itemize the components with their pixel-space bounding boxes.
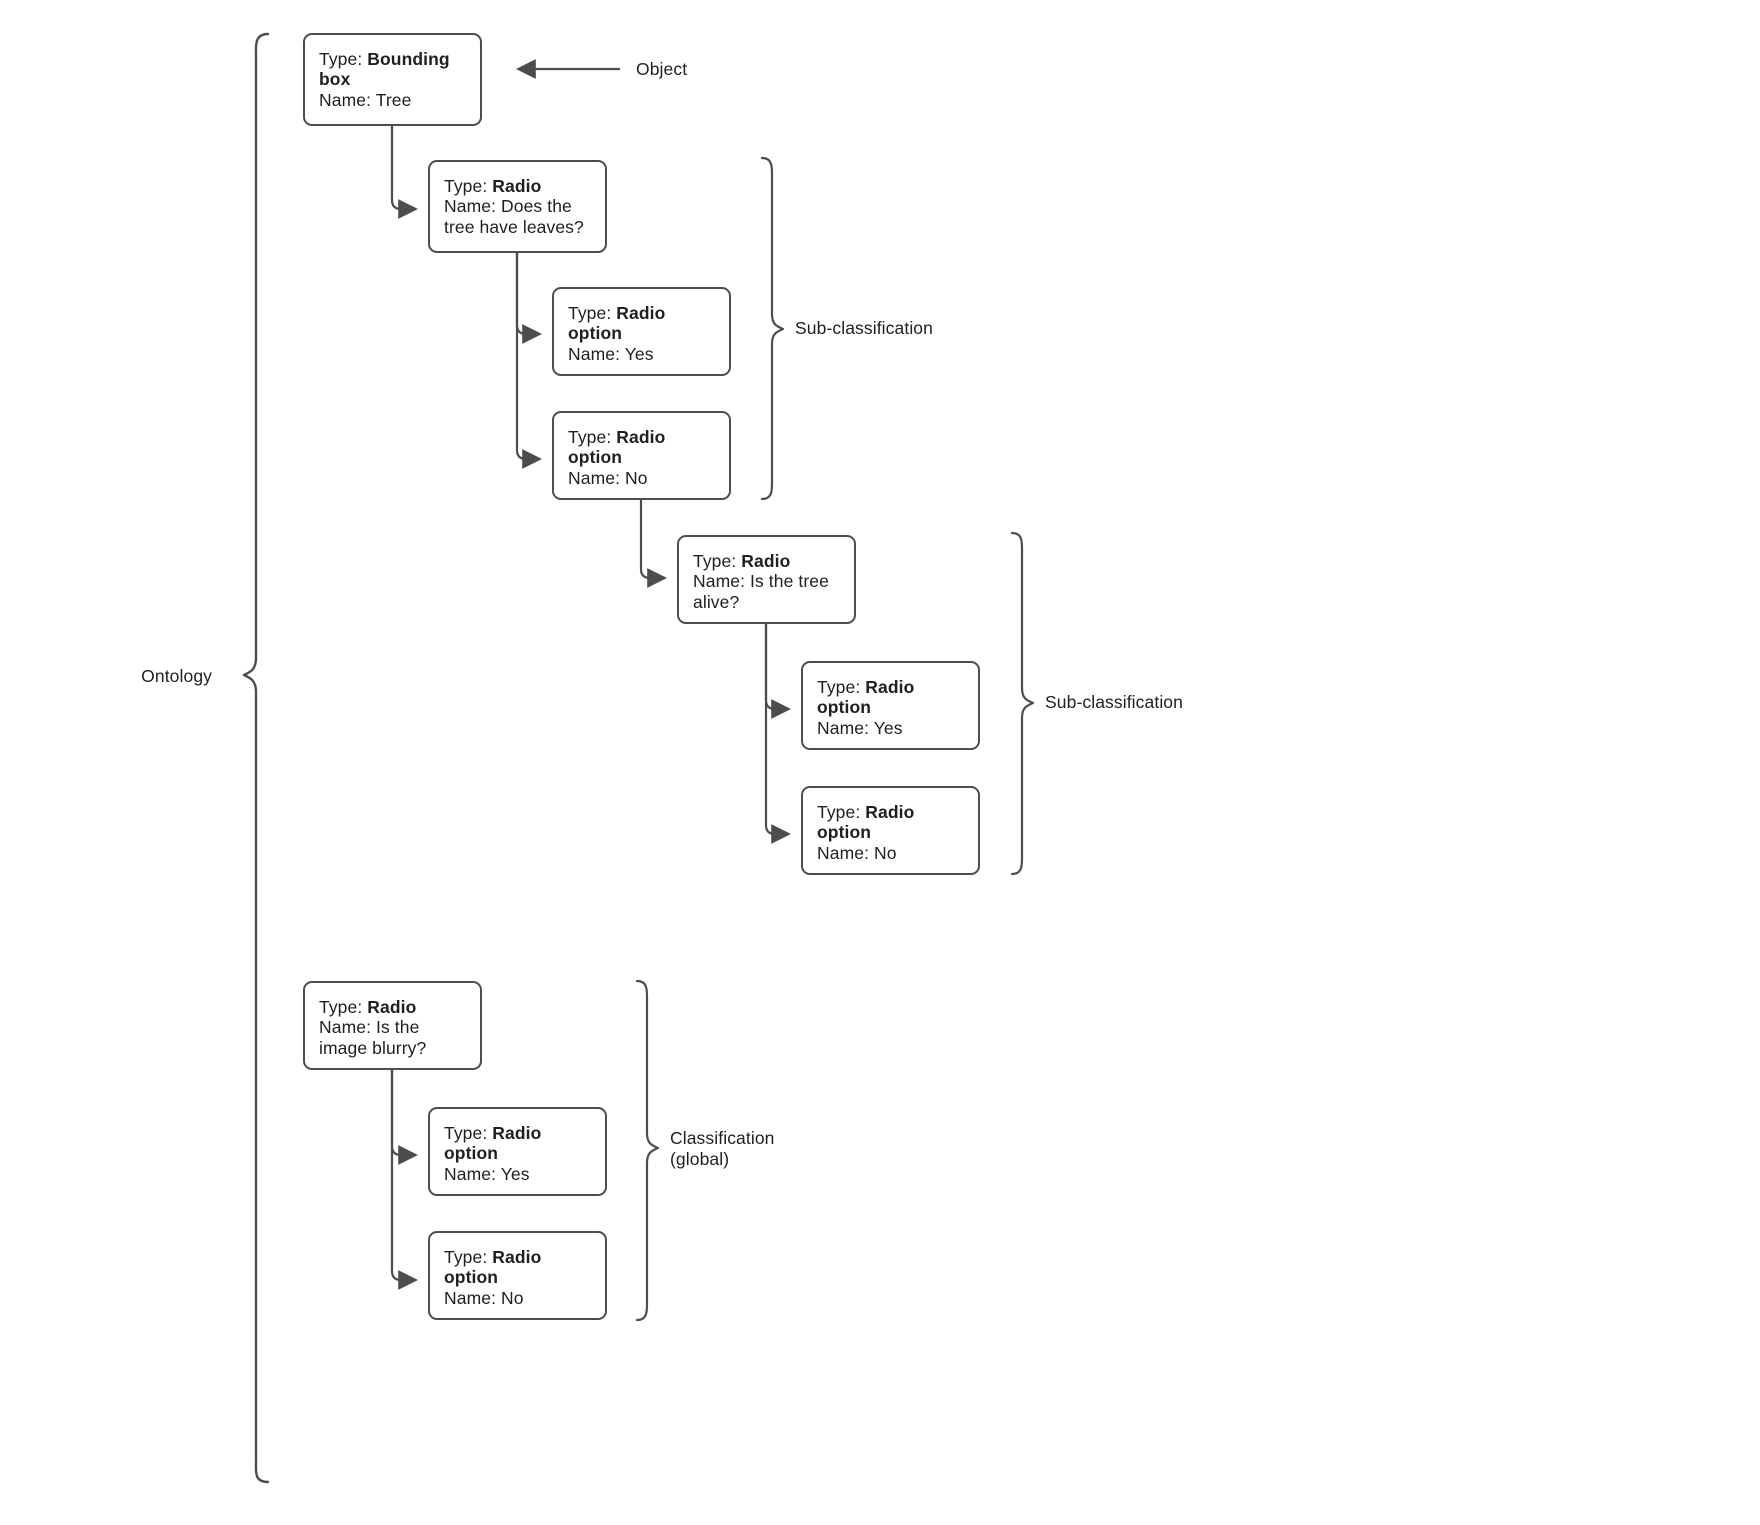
annotation-ontology: Ontology	[141, 666, 212, 686]
node-name-value: Is the image blurry?	[319, 1017, 427, 1058]
node-name-line: Name: Yes	[817, 718, 964, 738]
sub-classification-brace-1	[760, 156, 785, 501]
node-name-value: Does the tree have leaves?	[444, 196, 584, 237]
node-type-label: Type:	[817, 802, 866, 822]
node-name-label: Name:	[817, 717, 874, 738]
node-type-value: Radio option	[568, 303, 666, 344]
edge-alive-to-no	[764, 624, 791, 844]
node-type-value: Radio option	[444, 1123, 542, 1164]
node-name-label: Name:	[444, 1287, 502, 1308]
node-type-value: Radio	[741, 551, 791, 571]
ontology-brace	[242, 32, 270, 1484]
node-type-line: Type: Radio option	[444, 1247, 591, 1288]
node-type-line: Type: Radio	[693, 551, 840, 571]
node-type-value: Radio option	[817, 802, 915, 843]
node-type-label: Type:	[444, 1247, 493, 1267]
node-name-value: Yes	[500, 1163, 530, 1184]
node-name-line: Name: No	[817, 843, 964, 863]
node-type-label: Type:	[568, 427, 617, 447]
node-type-line: Type: Radio option	[817, 802, 964, 843]
node-type-value: Radio	[492, 176, 542, 196]
node-name-line: Name: Yes	[568, 344, 715, 364]
node-type-line: Type: Radio	[444, 176, 591, 196]
node-radio-option-leaves-no[interactable]: Type: Radio option Name: No	[552, 411, 731, 500]
annotation-classification-global: Classification (global)	[670, 1128, 775, 1169]
node-type-value: Bounding box	[319, 49, 450, 90]
annotation-sub-classification-1: Sub-classification	[795, 318, 933, 338]
node-name-label: Name:	[568, 343, 625, 364]
node-name-label: Name:	[568, 467, 626, 488]
node-name-value: Yes	[624, 343, 654, 364]
node-type-line: Type: Radio	[319, 997, 466, 1017]
annotation-object: Object	[636, 59, 688, 79]
node-radio-option-alive-no[interactable]: Type: Radio option Name: No	[801, 786, 980, 875]
node-type-value: Radio option	[444, 1247, 542, 1288]
node-radio-option-blurry-yes[interactable]: Type: Radio option Name: Yes	[428, 1107, 607, 1196]
node-type-label: Type:	[319, 49, 368, 69]
node-radio-option-alive-yes[interactable]: Type: Radio option Name: Yes	[801, 661, 980, 750]
node-bounding-box-tree[interactable]: Type: Bounding box Name: Tree	[303, 33, 482, 126]
node-name-line: Name: Is the tree alive?	[693, 571, 840, 612]
node-radio-option-blurry-no[interactable]: Type: Radio option Name: No	[428, 1231, 607, 1320]
node-name-line: Name: Tree	[319, 90, 466, 110]
node-name-value: No	[874, 842, 897, 863]
node-name-line: Name: Is the image blurry?	[319, 1017, 466, 1058]
node-type-line: Type: Radio option	[568, 427, 715, 468]
node-name-value: Yes	[873, 717, 903, 738]
node-name-value: Tree	[375, 89, 412, 110]
node-radio-option-leaves-yes[interactable]: Type: Radio option Name: Yes	[552, 287, 731, 376]
edge-blurry-to-no	[390, 1070, 418, 1290]
node-type-line: Type: Radio option	[817, 677, 964, 718]
edge-tree-to-leaves	[390, 126, 418, 219]
node-type-label: Type:	[568, 303, 617, 323]
node-type-value: Radio option	[568, 427, 666, 468]
edge-leaves-to-yes	[515, 253, 542, 344]
node-name-label: Name:	[817, 842, 875, 863]
node-type-label: Type:	[444, 1123, 493, 1143]
node-type-value: Radio	[367, 997, 417, 1017]
annotation-sub-classification-2: Sub-classification	[1045, 692, 1183, 712]
node-type-label: Type:	[444, 176, 493, 196]
sub-classification-brace-2	[1010, 531, 1035, 876]
node-name-line: Name: Does the tree have leaves?	[444, 196, 591, 237]
node-name-line: Name: No	[568, 468, 715, 488]
edge-leaves-to-no	[515, 253, 542, 469]
node-name-line: Name: Yes	[444, 1164, 591, 1184]
edge-alive-to-yes	[764, 624, 791, 719]
node-type-label: Type:	[319, 997, 368, 1017]
node-name-label: Name:	[319, 1017, 377, 1038]
classification-global-brace	[635, 979, 660, 1322]
node-name-value: No	[625, 467, 648, 488]
node-radio-is-alive[interactable]: Type: Radio Name: Is the tree alive?	[677, 535, 856, 624]
node-name-label: Name:	[319, 89, 376, 110]
node-type-line: Type: Radio option	[444, 1123, 591, 1164]
edge-blurry-to-yes	[390, 1070, 418, 1165]
node-radio-image-blurry[interactable]: Type: Radio Name: Is the image blurry?	[303, 981, 482, 1070]
node-name-label: Name:	[444, 1163, 501, 1184]
node-name-label: Name:	[444, 196, 502, 217]
node-type-line: Type: Bounding box	[319, 49, 466, 90]
node-name-label: Name:	[693, 571, 751, 592]
node-radio-has-leaves[interactable]: Type: Radio Name: Does the tree have lea…	[428, 160, 607, 253]
node-type-label: Type:	[693, 551, 742, 571]
node-name-value: No	[501, 1287, 524, 1308]
node-type-value: Radio option	[817, 677, 915, 718]
node-name-value: Is the tree alive?	[693, 571, 829, 612]
node-name-line: Name: No	[444, 1288, 591, 1308]
node-type-label: Type:	[817, 677, 866, 697]
node-type-line: Type: Radio option	[568, 303, 715, 344]
edge-no-to-alive	[639, 500, 667, 588]
